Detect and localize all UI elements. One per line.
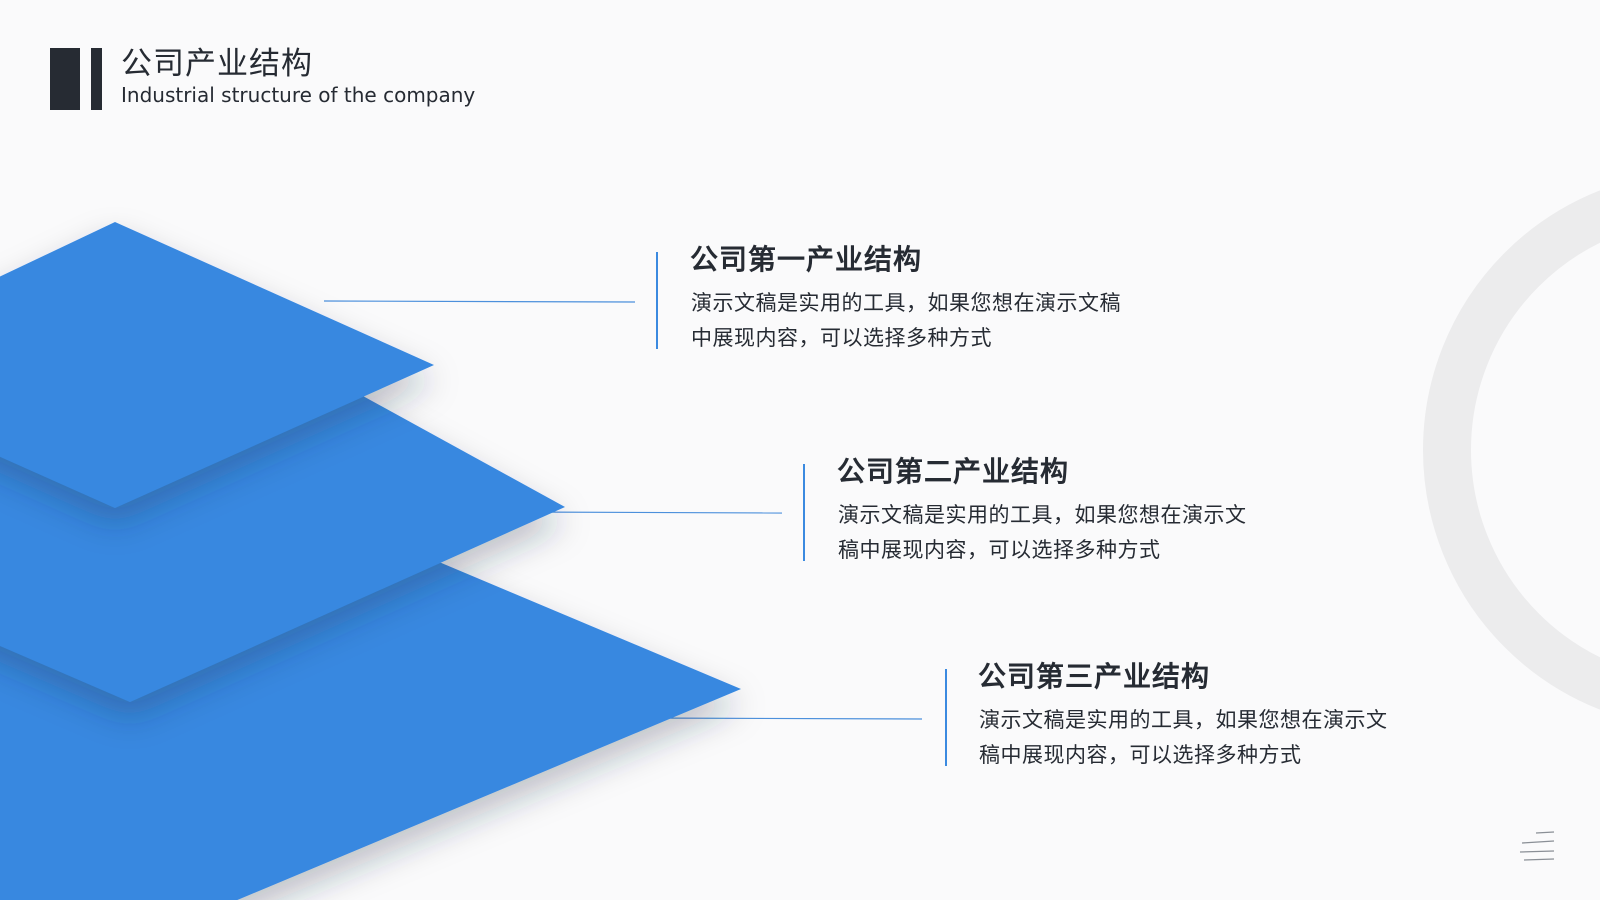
section-divider-3	[945, 669, 947, 766]
section-divider-2	[803, 464, 805, 561]
section-text-2-line-2: 稿中展现内容，可以选择多种方式	[838, 538, 1161, 562]
section-text-1-line-2: 中展现内容，可以选择多种方式	[691, 326, 992, 350]
title-accent-bar-thin	[91, 48, 102, 110]
section-heading-2: 公司第二产业结构	[837, 455, 1070, 488]
page-subtitle: Industrial structure of the company	[121, 83, 476, 107]
section-text-3-line-1: 演示文稿是实用的工具，如果您想在演示文	[979, 708, 1388, 732]
title-accent-bar-thick	[50, 48, 80, 110]
decorative-ring	[1423, 190, 1600, 710]
section-text-1-line-1: 演示文稿是实用的工具，如果您想在演示文稿	[691, 291, 1121, 315]
section-divider-1	[656, 252, 658, 349]
menu-lines-icon[interactable]	[1518, 830, 1556, 862]
section-text-2-line-1: 演示文稿是实用的工具，如果您想在演示文	[838, 503, 1247, 527]
connector-line-2	[519, 511, 783, 514]
section-text-3-line-2: 稿中展现内容，可以选择多种方式	[979, 743, 1302, 767]
section-heading-3: 公司第三产业结构	[978, 660, 1211, 693]
section-heading-1: 公司第一产业结构	[690, 243, 923, 276]
connector-line-1	[323, 300, 636, 303]
pyramid-layer-1	[0, 222, 434, 508]
page-title: 公司产业结构	[121, 46, 313, 82]
connector-line-3	[639, 717, 923, 720]
